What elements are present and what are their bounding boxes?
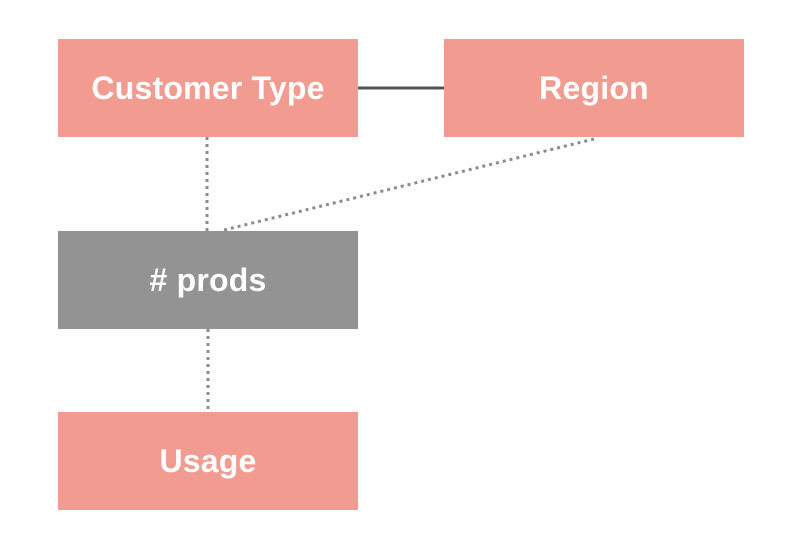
node-usage[interactable]: Usage [58, 412, 358, 510]
node-region-label: Region [539, 69, 649, 106]
node-prods[interactable]: # prods [58, 231, 358, 329]
node-usage-label: Usage [159, 442, 257, 479]
node-prods-label: # prods [149, 261, 267, 298]
node-customer-type[interactable]: Customer Type [58, 39, 358, 137]
node-region[interactable]: Region [444, 39, 744, 137]
edge-region-prods [219, 137, 595, 233]
node-customer-type-label: Customer Type [91, 69, 325, 106]
